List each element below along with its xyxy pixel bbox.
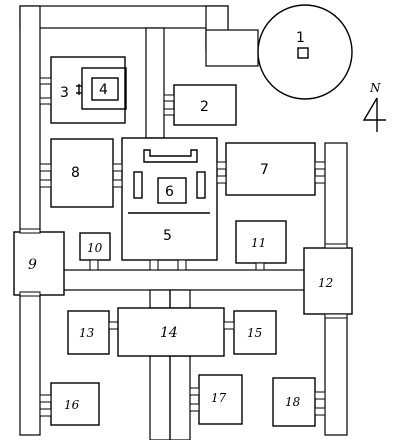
room-16-label: 16: [64, 398, 80, 412]
room-16: [50, 382, 100, 426]
room-7-label: 7: [260, 162, 269, 178]
room-4-label: 4: [99, 82, 108, 98]
room-2: [173, 84, 237, 126]
corridor-central-north: [145, 27, 165, 139]
room-14-label: 14: [160, 325, 178, 341]
corridor-west-upper: [19, 5, 41, 233]
compass-rose: N: [362, 81, 386, 132]
room-5-dais: [143, 149, 198, 163]
corridor-west-lower: [19, 294, 41, 436]
compass-north-letter: N: [369, 81, 381, 95]
corridor-top: [19, 5, 229, 29]
room-3-label: 3: [60, 85, 69, 101]
corridor-main-horizontal: [62, 269, 309, 291]
room-6-label: 6: [165, 184, 174, 200]
room-17: [198, 374, 243, 425]
room-1: [257, 4, 353, 100]
room-7: [225, 142, 316, 196]
room-9: [13, 231, 65, 296]
room-6: [157, 177, 187, 204]
room-15: [233, 310, 277, 355]
room-12-label: 12: [318, 276, 333, 290]
room-4: [91, 77, 119, 101]
corridor-to-room-1: [205, 29, 259, 67]
room-11-label: 11: [251, 236, 266, 250]
room-8-label: 8: [71, 165, 80, 181]
corridor-east-lower: [324, 313, 348, 436]
room-2-label: 2: [200, 99, 209, 115]
room-11: [235, 220, 287, 264]
room-10-label: 10: [87, 241, 103, 255]
room-13: [67, 310, 110, 355]
room-1-marker: [297, 47, 309, 59]
room-8: [50, 138, 114, 208]
room-13-label: 13: [79, 326, 95, 340]
room-3-inner: [81, 67, 127, 110]
room-9-label: 9: [28, 257, 37, 273]
compass-arrow-icon: [362, 97, 386, 132]
room-1-label: 1: [296, 30, 305, 46]
room-17-label: 17: [211, 391, 227, 405]
room-15-label: 15: [247, 326, 262, 340]
corridor-east-upper: [324, 142, 348, 249]
room-18: [272, 377, 316, 427]
room-14: [117, 307, 225, 357]
room-5-label: 5: [163, 228, 172, 244]
room-12: [303, 247, 353, 315]
room-18-label: 18: [285, 395, 301, 409]
